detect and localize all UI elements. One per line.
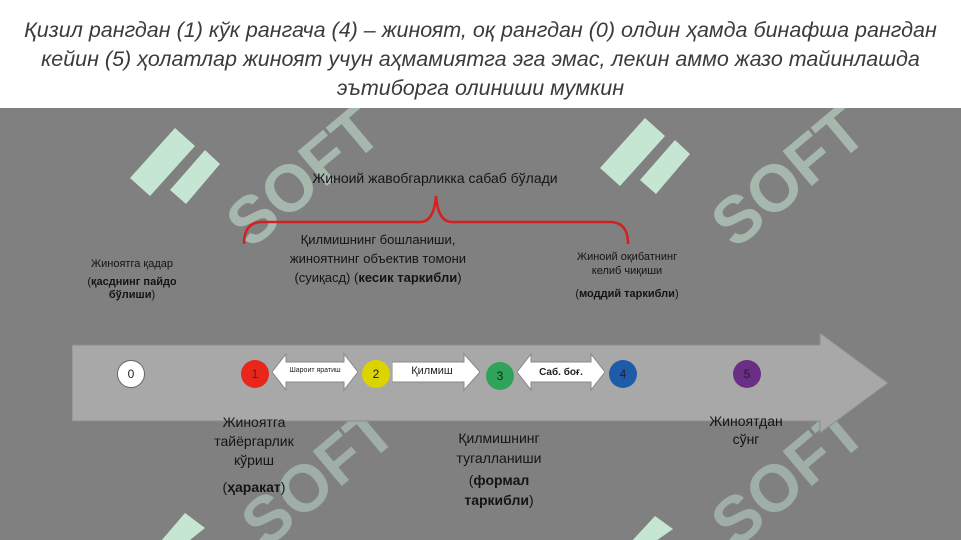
arrow-causal — [517, 352, 605, 392]
completion-subtext: (формал таркибли) — [434, 470, 564, 510]
watermark-logo-left — [130, 128, 220, 204]
watermark-logo-bottom-left — [161, 513, 205, 540]
paren: ) — [280, 479, 286, 495]
paren: ) — [151, 289, 156, 301]
watermark-text-right: SOFT — [696, 108, 880, 261]
slide-body: SOFT SOFT SOFT SOFT Жиноий жавобгарликка… — [0, 108, 961, 540]
completion-bold: формал таркибли — [464, 472, 530, 508]
arrow-causal-label: Саб. боғ. — [539, 367, 583, 378]
stage-circle-2: 2 — [362, 360, 390, 388]
consequence-subtext: (моддий таркибли) — [572, 287, 682, 301]
arrow-act-label: Қилмиш — [411, 365, 453, 377]
paren: ( — [468, 472, 474, 488]
preparation-subtext: (ҳаракат) — [194, 478, 314, 497]
arrow-act — [392, 352, 480, 392]
red-brace — [242, 195, 630, 245]
start-of-act-bold: кесик таркибли — [358, 270, 458, 285]
before-crime-subtext: (қасднинг пайдо бўлиши) — [72, 276, 192, 302]
paren: ) — [457, 270, 462, 285]
preparation-text: Жиноятга тайёргарлик кўриш (ҳаракат) — [194, 413, 314, 497]
timeline-arrow — [72, 333, 889, 434]
before-crime-text: Жиноятга қадар (қасднинг пайдо бўлиши) — [72, 258, 192, 302]
slide-title: Қизил рангдан (1) кўк рангача (4) – жино… — [24, 18, 937, 100]
stage-circle-4: 4 — [609, 360, 637, 388]
arrow-preparation — [272, 352, 358, 392]
before-crime-label: Жиноятга қадар — [90, 258, 174, 270]
start-of-act-text: Қилмишнинг бошланиши, жиноятнинг объекти… — [288, 230, 468, 287]
consequence-label: Жиноий оқибатнинг келиб чиқиши — [576, 251, 678, 277]
paren: ( — [87, 276, 92, 288]
brace-label: Жиноий жавобгарликка сабаб бўлади — [312, 170, 558, 186]
stage-circle-5: 5 — [733, 360, 761, 388]
preparation-bold: ҳаракат — [227, 479, 281, 495]
completion-text: Қилмишнинг тугалланиши (формал таркибли) — [434, 428, 564, 510]
paren: ) — [674, 288, 679, 300]
paren: ) — [528, 492, 534, 508]
after-crime-text: Жиноятдан сўнг — [709, 413, 783, 447]
stage-circle-0: 0 — [117, 360, 145, 388]
paren: ( — [575, 288, 580, 300]
consequence-text: Жиноий оқибатнинг келиб чиқиши (моддий т… — [572, 250, 682, 301]
paren: ( — [222, 479, 228, 495]
watermark-logo-bottom-mid — [632, 516, 673, 540]
watermark-logo-right — [600, 118, 690, 194]
stage-circle-1: 1 — [241, 360, 269, 388]
stage-circle-3: 3 — [486, 362, 514, 390]
header: Қизил рангдан (1) кўк рангача (4) – жино… — [0, 0, 961, 108]
preparation-label: Жиноятга тайёргарлик кўриш — [214, 414, 294, 468]
completion-label: Қилмишнинг тугалланиши — [456, 430, 542, 466]
start-of-act-label: Қилмишнинг бошланиши, жиноятнинг объекти… — [289, 232, 467, 285]
arrow-preparation-label: Шароит яратиш — [289, 367, 341, 374]
before-crime-bold: қасднинг пайдо бўлиши — [91, 276, 177, 301]
consequence-bold: моддий таркибли — [579, 288, 675, 300]
